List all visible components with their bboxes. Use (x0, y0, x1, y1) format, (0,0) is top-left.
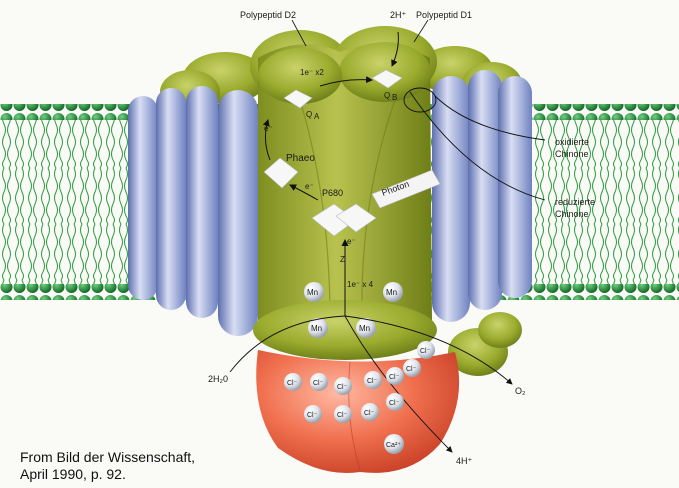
label-mn-3: Mn (311, 324, 322, 333)
ca-ion: Ca²⁺ (384, 434, 404, 454)
svg-text:Cl⁻: Cl⁻ (406, 366, 417, 373)
label-phaeo: Phaeo (286, 153, 315, 164)
cl-ion-1: Cl⁻ (284, 373, 302, 391)
label-proton-in: 2H⁺ (390, 10, 407, 20)
caption-line-1: From Bild der Wissenschaft, (20, 449, 250, 466)
svg-text:Cl⁻: Cl⁻ (367, 378, 378, 385)
oxygen-evolving-complex (256, 350, 459, 473)
svg-text:Cl⁻: Cl⁻ (337, 384, 348, 391)
left-helices (128, 86, 258, 336)
cl-ion-7: Cl⁻ (417, 341, 435, 359)
cl-ion-11: Cl⁻ (386, 393, 404, 411)
label-polypeptid-d2: Polypeptid D2 (240, 10, 296, 20)
cl-ion-9: Cl⁻ (334, 405, 352, 423)
cl-ion-5: Cl⁻ (386, 367, 404, 385)
cl-ion-3: Cl⁻ (334, 377, 352, 395)
cl-ion-4: Cl⁻ (364, 371, 382, 389)
svg-text:Cl⁻: Cl⁻ (364, 410, 375, 417)
svg-text:Cl⁻: Cl⁻ (287, 380, 298, 387)
right-helices (432, 70, 532, 322)
label-electron-x2: 1e⁻ x2 (300, 68, 324, 77)
svg-text:Cl⁻: Cl⁻ (337, 412, 348, 419)
label-chinone-2: Chinone (555, 209, 589, 219)
label-mn-2: Mn (386, 288, 397, 297)
label-e-minus-2: e⁻ (305, 182, 314, 191)
svg-text:Cl⁻: Cl⁻ (313, 380, 324, 387)
label-e-minus-3: e⁻ (347, 237, 356, 246)
label-oxidierte: oxidierte (555, 137, 589, 147)
label-oxygen: O₂ (515, 386, 526, 396)
caption-line-2: April 1990, p. 92. (20, 466, 250, 483)
label-qa: Q (306, 110, 312, 119)
cl-ion-6: Cl⁻ (403, 359, 421, 377)
source-caption: From Bild der Wissenschaft, April 1990, … (20, 449, 250, 483)
label-z: Z (340, 255, 345, 264)
cl-ion-2: Cl⁻ (310, 373, 328, 391)
label-electron-x4: 1e⁻ x 4 (347, 280, 374, 289)
svg-text:Cl⁻: Cl⁻ (389, 400, 400, 407)
svg-text:Cl⁻: Cl⁻ (307, 412, 318, 419)
svg-text:Ca²⁺: Ca²⁺ (386, 442, 401, 449)
label-e-minus-1: e⁻ (264, 124, 273, 133)
label-proton-out: 4H⁺ (456, 456, 473, 466)
label-qa-sub: A (314, 112, 320, 121)
svg-text:Cl⁻: Cl⁻ (420, 348, 431, 355)
label-reduzierte: reduzierte (555, 197, 595, 207)
label-qb: Q (384, 91, 390, 100)
label-p680: P680 (322, 188, 343, 198)
label-water: 2H₂0 (208, 374, 228, 384)
label-mn-1: Mn (307, 288, 318, 297)
svg-text:Cl⁻: Cl⁻ (389, 374, 400, 381)
cl-ion-10: Cl⁻ (361, 403, 379, 421)
label-mn-4: Mn (359, 324, 370, 333)
label-polypeptid-d1: Polypeptid D1 (416, 10, 472, 20)
label-chinone-1: Chinone (555, 149, 589, 159)
cl-ion-8: Cl⁻ (304, 405, 322, 423)
label-qb-sub: B (392, 93, 397, 102)
